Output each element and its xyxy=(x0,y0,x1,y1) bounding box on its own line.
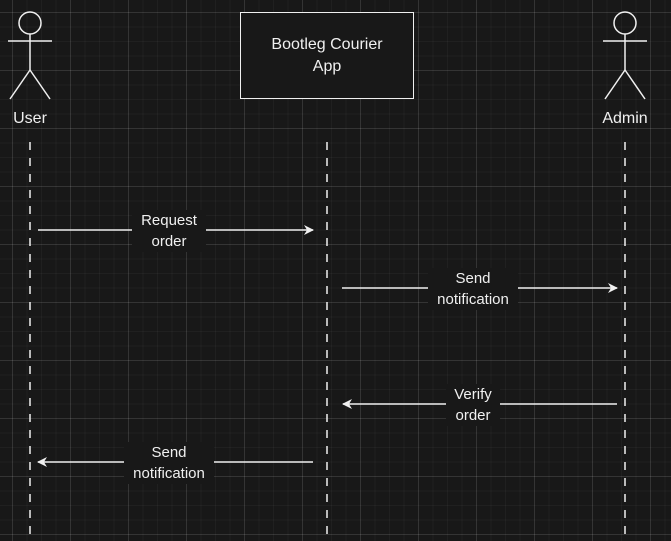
admin-actor-label: Admin xyxy=(602,110,648,127)
user-actor-label: User xyxy=(13,110,47,127)
message-label-send-notification-user: Send notification xyxy=(124,442,214,484)
app-participant-label: Bootleg Courier App xyxy=(271,35,383,75)
message-label-verify-order: Verify order xyxy=(446,384,500,426)
user-actor-icon xyxy=(8,11,52,100)
message-label-request-order: Request order xyxy=(132,210,206,252)
admin-actor-icon xyxy=(603,11,647,100)
message-label-send-notification-admin: Send notification xyxy=(428,268,518,310)
app-participant-box[interactable]: Bootleg Courier App xyxy=(240,12,414,99)
